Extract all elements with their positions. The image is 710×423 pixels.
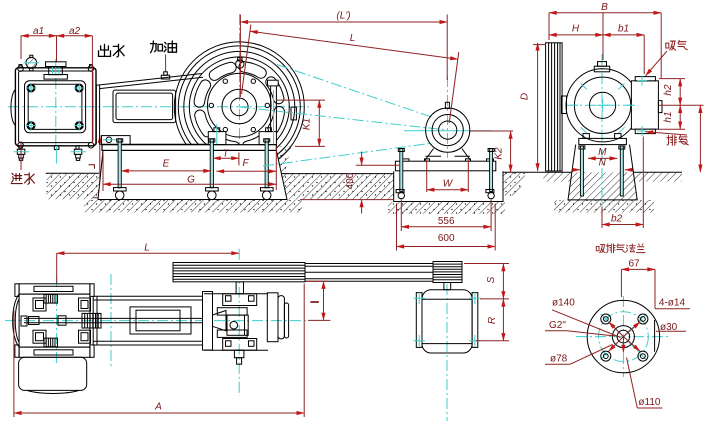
svg-text:M: M	[598, 147, 607, 158]
svg-text:b2: b2	[611, 214, 623, 225]
svg-text:K2: K2	[494, 147, 505, 160]
svg-text:B: B	[601, 2, 608, 13]
svg-text:H: H	[572, 24, 580, 35]
svg-text:R: R	[487, 317, 498, 324]
svg-text:a1: a1	[33, 26, 44, 37]
svg-text:S: S	[486, 276, 497, 283]
svg-text:ø78: ø78	[550, 354, 568, 365]
svg-text:G2": G2"	[549, 320, 566, 331]
svg-text:C: C	[680, 137, 691, 145]
svg-text:L: L	[350, 33, 356, 44]
svg-text:600: 600	[438, 233, 455, 244]
svg-text:E: E	[163, 158, 170, 169]
svg-text:b1: b1	[618, 24, 629, 35]
svg-text:G: G	[187, 175, 195, 186]
svg-text:A: A	[154, 402, 162, 413]
svg-text:a2: a2	[69, 26, 81, 37]
svg-text:400: 400	[345, 172, 356, 189]
svg-text:4-ø14: 4-ø14	[659, 298, 686, 309]
svg-text:h2: h2	[663, 84, 674, 96]
svg-text:67: 67	[628, 258, 640, 269]
svg-text:K1: K1	[302, 118, 313, 130]
svg-text:D: D	[520, 93, 531, 100]
svg-text:N: N	[599, 157, 607, 168]
svg-text:ø140: ø140	[552, 298, 575, 309]
svg-text:ø110: ø110	[638, 397, 660, 408]
svg-text:F: F	[242, 158, 249, 169]
svg-text:556: 556	[438, 216, 455, 227]
svg-text:(L'): (L')	[336, 11, 350, 22]
svg-text:ø30: ø30	[660, 322, 678, 333]
svg-text:T: T	[222, 148, 229, 159]
svg-text:L: L	[144, 243, 150, 254]
svg-text:W: W	[443, 179, 454, 190]
svg-text:h1: h1	[663, 111, 674, 122]
